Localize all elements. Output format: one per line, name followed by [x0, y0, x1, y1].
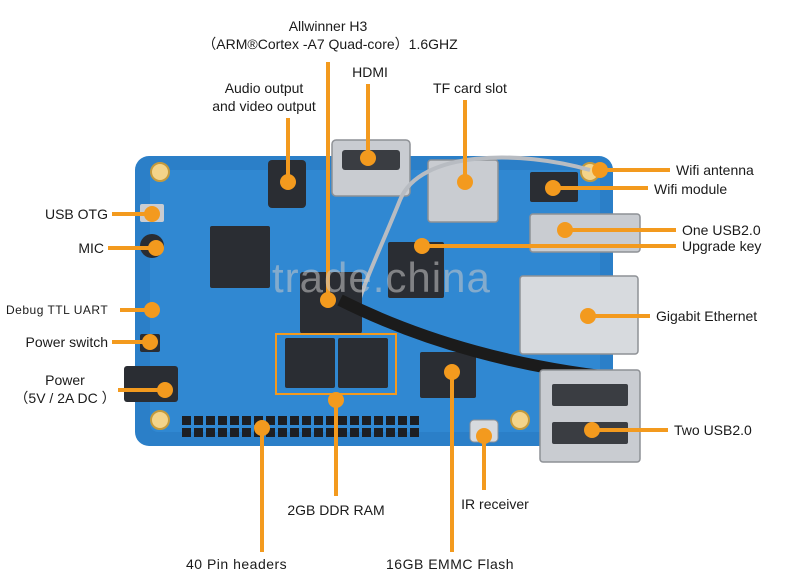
label-wifi-antenna: Wifi antenna: [676, 162, 754, 178]
usb-port-single: [529, 213, 641, 253]
label-power-line1: Power: [45, 372, 85, 388]
header-pin: [374, 428, 383, 437]
label-ddr-ram: 2GB DDR RAM: [287, 502, 385, 518]
header-pin: [278, 428, 287, 437]
mount-hole: [510, 410, 530, 430]
label-upgrade-key: Upgrade key: [682, 238, 762, 254]
leader-dots: [142, 150, 608, 444]
header-pin: [338, 416, 347, 425]
header-pin: [290, 416, 299, 425]
header-pin: [398, 416, 407, 425]
header-pin: [350, 428, 359, 437]
header-pin: [302, 428, 311, 437]
watermark: trade.china: [272, 254, 491, 301]
header-pin: [242, 416, 251, 425]
chip: [210, 226, 270, 288]
leader-lines: [108, 62, 676, 552]
label-mic: MIC: [78, 240, 104, 256]
header-pin: [410, 416, 419, 425]
header-pin: [242, 428, 251, 437]
header-pin: [350, 416, 359, 425]
header-pin: [314, 416, 323, 425]
header-pin: [338, 428, 347, 437]
ddr-ram-chip: [338, 338, 388, 388]
label-usb-otg: USB OTG: [44, 206, 108, 222]
header-pin: [230, 416, 239, 425]
header-pin: [314, 428, 323, 437]
header-pin: [326, 416, 335, 425]
header-pin: [218, 416, 227, 425]
header-pin: [206, 428, 215, 437]
label-wifi-module: Wifi module: [654, 181, 728, 197]
label-debug-uart: Debug TTL UART: [6, 303, 109, 317]
header-pin: [182, 416, 191, 425]
header-pin: [386, 428, 395, 437]
header-pin: [194, 428, 203, 437]
header-pin: [410, 428, 419, 437]
label-pin-headers: 40 Pin headers: [186, 556, 288, 572]
header-pin: [218, 428, 227, 437]
header-pin: [266, 428, 275, 437]
pin-header-row: [182, 416, 419, 437]
header-pin: [386, 416, 395, 425]
header-pin: [362, 428, 371, 437]
header-pin: [266, 416, 275, 425]
header-pin: [194, 416, 203, 425]
header-pin: [290, 428, 299, 437]
usb-port-dual: [539, 369, 641, 463]
label-one-usb: One USB2.0: [682, 222, 761, 238]
label-audio-line1: Audio output: [224, 80, 304, 96]
header-pin: [374, 416, 383, 425]
label-emmc: 16GB EMMC Flash: [386, 556, 515, 572]
header-pin: [230, 428, 239, 437]
label-power-line2: （5V / 2A DC ）: [14, 390, 116, 406]
header-pin: [302, 416, 311, 425]
label-audio-line2: and video output: [212, 98, 316, 114]
label-gigabit: Gigabit Ethernet: [656, 308, 758, 324]
label-two-usb: Two USB2.0: [674, 422, 752, 438]
mount-hole: [150, 410, 170, 430]
ddr-ram-chip: [285, 338, 335, 388]
antenna-wire: [348, 155, 591, 331]
header-pin: [362, 416, 371, 425]
usb-port-dual-slot: [552, 384, 628, 406]
header-pin: [398, 428, 407, 437]
mount-hole: [150, 162, 170, 182]
header-pin: [182, 428, 191, 437]
header-pin: [326, 428, 335, 437]
label-power-switch: Power switch: [25, 334, 108, 350]
header-pin: [278, 416, 287, 425]
chip: [388, 242, 444, 298]
header-pin: [206, 416, 215, 425]
header-pin: [254, 416, 263, 425]
label-soc-line1: Allwinner H3: [288, 18, 368, 34]
label-soc-line2: （ARM®Cortex -A7 Quad-core）1.6GHZ: [202, 36, 458, 52]
label-tf-card: TF card slot: [433, 80, 507, 96]
label-hdmi: HDMI: [352, 64, 388, 80]
label-ir-receiver: IR receiver: [461, 496, 529, 512]
